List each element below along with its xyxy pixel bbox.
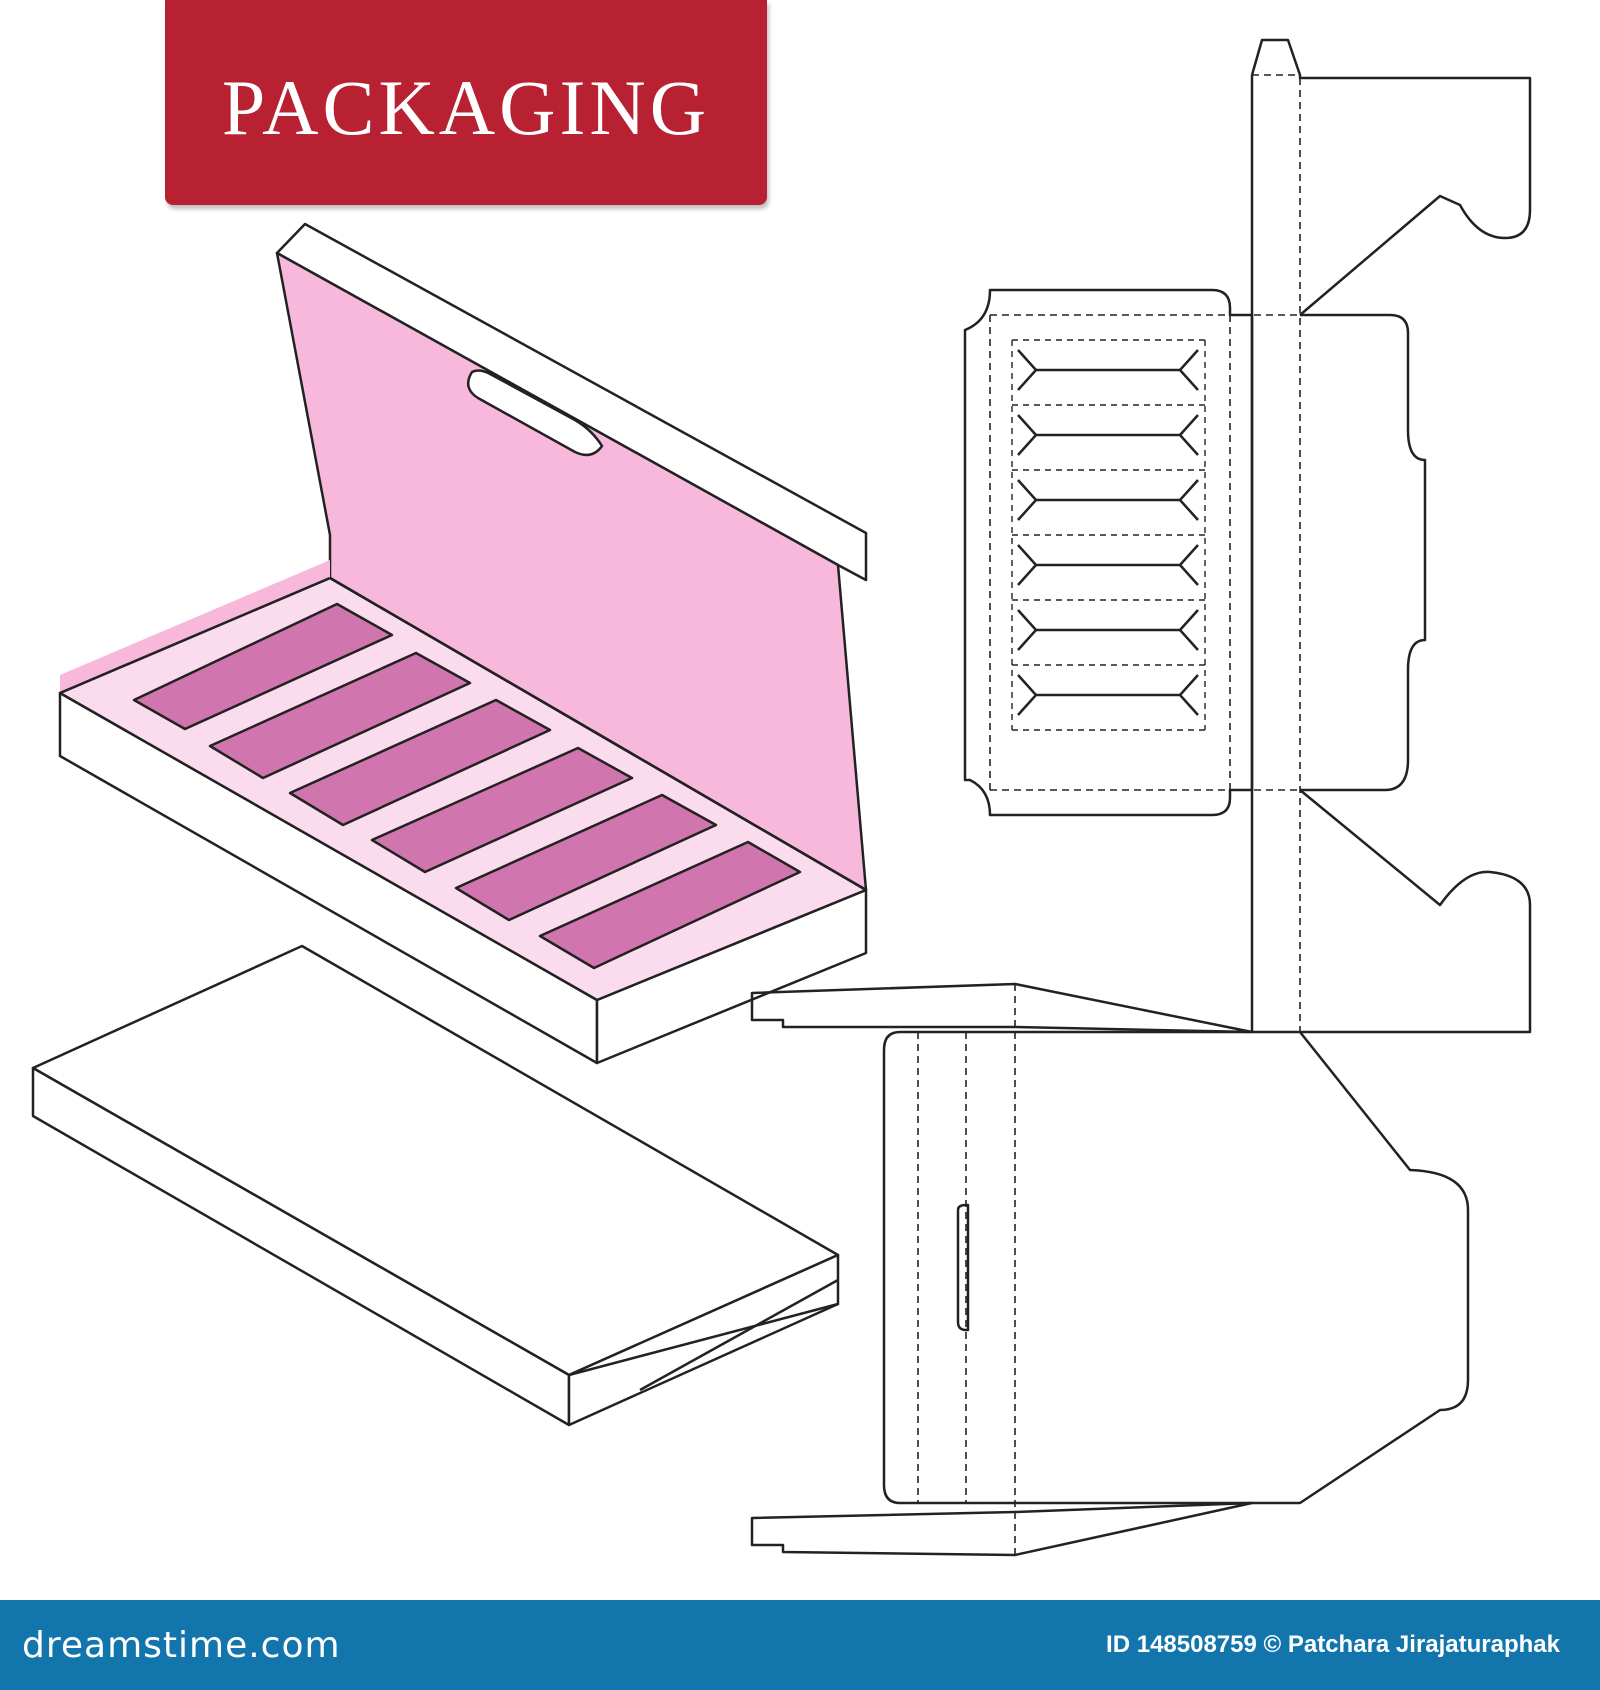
fold-lines	[917, 74, 1301, 1555]
tray-slots	[132, 602, 802, 970]
footer-bar: dreamstime.com ID 148508759 © Patchara J…	[0, 1600, 1600, 1690]
net-lower-flap	[1299, 789, 1532, 1034]
slot	[132, 602, 394, 731]
net-flap-top-left	[750, 982, 1254, 1034]
packaging-illustration	[31, 38, 1532, 1557]
lid-handle-hole	[466, 369, 604, 457]
net-insert-panel	[963, 288, 1254, 817]
footer-credit: ID 148508759 © Patchara Jirajaturaphak	[1106, 1631, 1560, 1658]
cut-mark	[1017, 674, 1199, 716]
slot	[208, 651, 472, 780]
title-badge: PACKAGING	[165, 0, 767, 205]
cut-mark	[1017, 479, 1199, 521]
net-top-flap	[1250, 38, 1532, 316]
slot	[538, 840, 802, 970]
net-base-handle	[956, 1203, 970, 1332]
cut-mark	[1017, 414, 1199, 456]
cut-mark	[1017, 609, 1199, 651]
slot	[454, 793, 718, 922]
net-base-panel	[882, 1030, 1470, 1505]
insert-creases	[1011, 339, 1206, 731]
slot	[288, 698, 552, 827]
net-right-side	[1300, 313, 1427, 792]
cut-mark	[1017, 544, 1199, 586]
closed-box	[31, 944, 840, 1427]
open-box	[58, 222, 868, 1065]
slot	[370, 746, 634, 874]
cut-mark	[1017, 349, 1199, 391]
footer-logo: dreamstime.com	[22, 1624, 341, 1666]
insert-cut-marks	[1017, 349, 1199, 716]
net-flap-bottom-left	[750, 1501, 1254, 1557]
tray-back-wall	[60, 560, 330, 693]
title-text: PACKAGING	[221, 63, 711, 151]
dieline-net	[750, 38, 1532, 1557]
